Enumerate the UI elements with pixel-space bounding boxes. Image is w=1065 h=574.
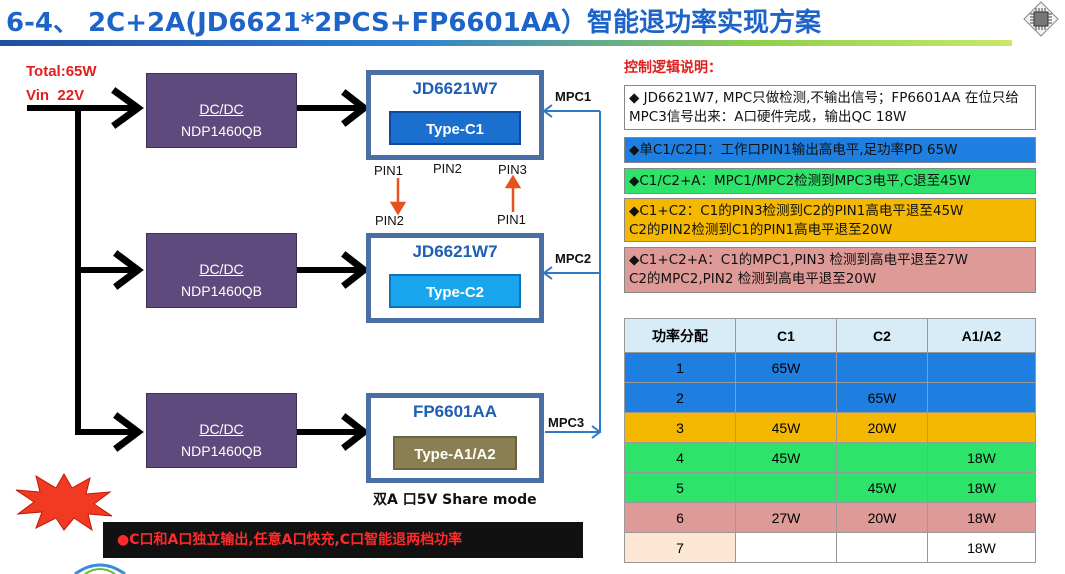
chip-logo-icon xyxy=(1023,1,1059,37)
table-row: 2 65W xyxy=(624,382,1036,413)
header-cell: C2 xyxy=(836,318,928,353)
table-cell: 20W xyxy=(836,412,928,443)
logic-item-2: ◆单C1/C2口：工作口PIN1输出高电平,足功率PD 65W xyxy=(624,137,1036,163)
table-cell: 5 xyxy=(624,472,736,503)
header-cell: A1/A2 xyxy=(927,318,1036,353)
table-cell: 18W xyxy=(927,532,1036,563)
table-cell: 6 xyxy=(624,502,736,533)
table-cell: 45W xyxy=(836,472,928,503)
chip-jd6621-c2: JD6621W7 Type-C2 xyxy=(366,233,544,323)
share-mode-label: 双A 口5V Share mode xyxy=(373,492,537,508)
table-cell: 20W xyxy=(836,502,928,533)
table-cell: 18W xyxy=(927,502,1036,533)
vin-label: Vin 22V xyxy=(26,87,85,104)
mpc1-label: MPC1 xyxy=(555,89,592,104)
title-underline xyxy=(0,40,1012,46)
mpc3-label: MPC3 xyxy=(548,415,585,430)
table-cell: 45W xyxy=(735,412,837,443)
dcdc-part: NDP1460QB xyxy=(181,283,262,299)
table-row: 7 18W xyxy=(624,532,1036,563)
dcdc-block-1: DC/DC NDP1460QB xyxy=(146,73,297,148)
table-cell: 65W xyxy=(735,352,837,383)
table-cell xyxy=(735,532,837,563)
company-logo-icon xyxy=(74,563,126,574)
header-cell: C1 xyxy=(735,318,837,353)
mpc2-label: MPC2 xyxy=(555,251,592,266)
dcdc-part: NDP1460QB xyxy=(181,123,262,139)
table-row: 5 45W 18W xyxy=(624,472,1036,503)
table-cell xyxy=(927,382,1036,413)
table-cell xyxy=(927,412,1036,443)
chip-fp6601aa: FP6601AA Type-A1/A2 xyxy=(366,393,544,483)
table-cell: 27W xyxy=(735,502,837,533)
table-row: 1 65W xyxy=(624,352,1036,383)
table-cell xyxy=(836,532,928,563)
logic-item-4: ◆C1+C2：C1的PIN3检测到C2的PIN1高电平退至45W C2的PIN2… xyxy=(624,198,1036,242)
c1-pin1-label: PIN1 xyxy=(374,163,403,178)
chip-name: JD6621W7 xyxy=(412,242,498,261)
total-power-label: Total:65W xyxy=(26,63,97,80)
table-cell xyxy=(836,442,928,473)
table-cell: 1 xyxy=(624,352,736,383)
table-cell: 3 xyxy=(624,412,736,443)
table-cell: 2 xyxy=(624,382,736,413)
logic-item-1: ◆ JD6621W7, MPC只做检测,不输出信号；FP6601AA 在位只给M… xyxy=(624,85,1036,130)
bottom-note: ●C口和A口独立输出,任意A口快充,C口智能退两档功率 xyxy=(103,522,583,558)
table-row: 3 45W 20W xyxy=(624,412,1036,443)
c1-pin3-label: PIN3 xyxy=(498,162,527,177)
table-cell: 18W xyxy=(927,442,1036,473)
header-cell: 功率分配 xyxy=(624,318,736,353)
table-row: 6 27W 20W 18W xyxy=(624,502,1036,533)
dcdc-block-3: DC/DC NDP1460QB xyxy=(146,393,297,468)
logic-item-3: ◆C1/C2+A：MPC1/MPC2检测到MPC3电平,C退至45W xyxy=(624,168,1036,194)
dcdc-name: DC/DC xyxy=(199,261,244,277)
dcdc-name: DC/DC xyxy=(199,421,244,437)
table-cell: 65W xyxy=(836,382,928,413)
dcdc-name: DC/DC xyxy=(199,101,244,117)
chip-name: FP6601AA xyxy=(412,402,498,421)
table-cell: 7 xyxy=(624,532,736,563)
table-cell xyxy=(836,352,928,383)
table-cell: 45W xyxy=(735,442,837,473)
page-title: 6-4、 2C+2A(JD6621*2PCS+FP6601AA）智能退功率实现方… xyxy=(6,8,821,38)
chip-name: JD6621W7 xyxy=(412,79,498,98)
type-c1-port: Type-C1 xyxy=(389,111,521,145)
dcdc-part: NDP1460QB xyxy=(181,443,262,459)
table-cell: 4 xyxy=(624,442,736,473)
type-a-port: Type-A1/A2 xyxy=(393,436,517,470)
table-cell xyxy=(735,382,837,413)
table-cell xyxy=(735,472,837,503)
type-c2-port: Type-C2 xyxy=(389,274,521,308)
dcdc-block-2: DC/DC NDP1460QB xyxy=(146,233,297,308)
logic-item-5: ◆C1+C2+A：C1的MPC1,PIN3 检测到高电平退至27W C2的MPC… xyxy=(624,247,1036,293)
table-row: 4 45W 18W xyxy=(624,442,1036,473)
power-wiring xyxy=(27,87,602,452)
starburst-icon xyxy=(15,472,113,532)
table-cell xyxy=(927,352,1036,383)
table-cell: 18W xyxy=(927,472,1036,503)
power-distribution-table: 功率分配 C1 C2 A1/A2 1 65W 2 65W 3 45W 20W 4… xyxy=(624,318,1036,563)
table-header-row: 功率分配 C1 C2 A1/A2 xyxy=(624,318,1036,353)
logic-title: 控制逻辑说明： xyxy=(624,60,722,76)
chip-jd6621-c1: JD6621W7 Type-C1 xyxy=(366,70,544,160)
c2-pin2-label: PIN2 xyxy=(375,213,404,228)
c2-pin1-label: PIN1 xyxy=(497,212,526,227)
c1-pin2-label: PIN2 xyxy=(433,161,462,176)
